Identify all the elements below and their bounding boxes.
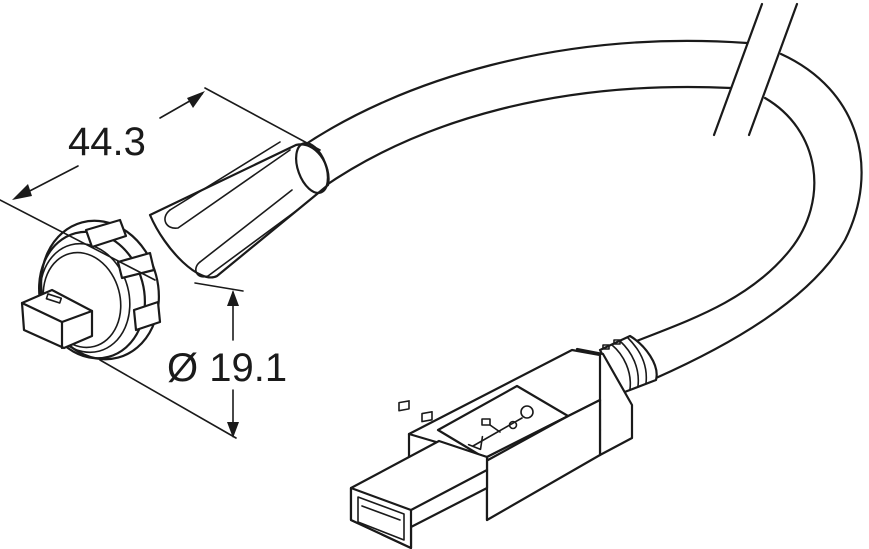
usb-trident-icon <box>467 405 534 451</box>
circular-connector <box>20 141 330 361</box>
usb-a-plug <box>349 347 634 549</box>
cable <box>298 2 863 380</box>
diameter-dimension-label: Ø 19.1 <box>167 346 288 390</box>
dimension-length <box>0 87 321 281</box>
length-dimension-label: 44.3 <box>68 120 146 164</box>
dimension-diameter <box>99 282 244 439</box>
usb-strain-relief <box>598 334 658 395</box>
